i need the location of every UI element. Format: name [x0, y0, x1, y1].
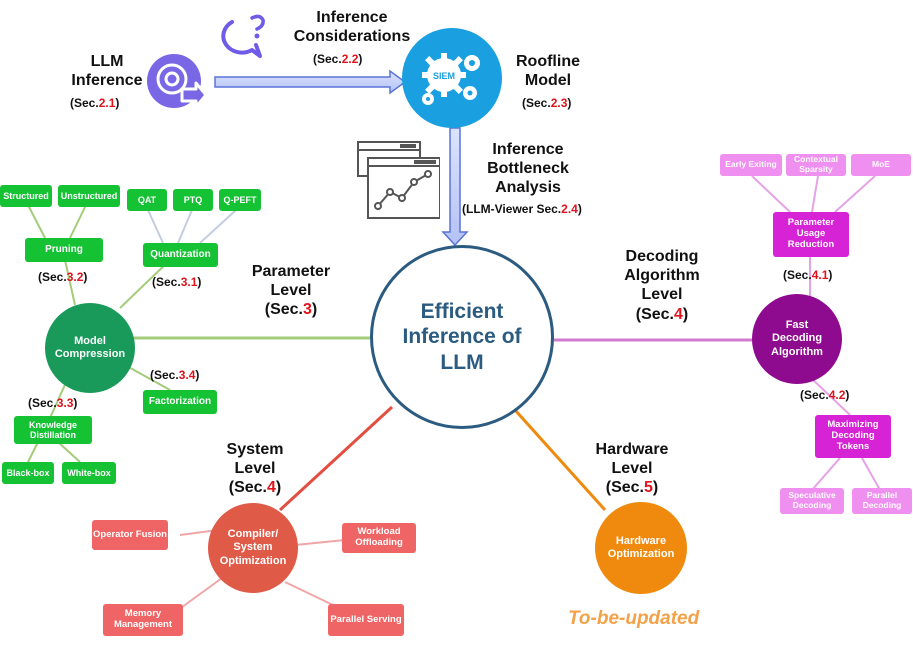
- disk-arrow-icon: [146, 53, 208, 113]
- quantization-sec: (Sec.3.1): [152, 275, 202, 289]
- bottleneck-sec: (LLM-Viewer Sec.2.4): [462, 202, 582, 216]
- operator-fusion-box: Operator Fusion: [92, 520, 168, 550]
- white-box-box: White-box: [62, 462, 116, 484]
- max-tokens-sec: (Sec.4.2): [800, 388, 850, 402]
- contextual-sparsity-box: Contextual Sparsity: [786, 154, 846, 176]
- q-peft-box: Q-PEFT: [219, 189, 261, 211]
- roofline-circle: SIEM: [402, 28, 502, 128]
- svg-text:SIEM: SIEM: [433, 71, 455, 81]
- distillation-sec: (Sec.3.3): [28, 396, 78, 410]
- param-reduction-sec: (Sec.4.1): [783, 268, 833, 282]
- black-box-box: Black-box: [2, 462, 54, 484]
- ptq-box: PTQ: [173, 189, 213, 211]
- arrow-inference-to-roofline: [214, 69, 407, 95]
- memory-management-box: Memory Management: [103, 604, 183, 636]
- parallel-serving-box: Parallel Serving: [328, 604, 404, 636]
- qat-box: QAT: [127, 189, 167, 211]
- parallel-decoding-box: Parallel Decoding: [852, 488, 912, 514]
- llm-inference-sec: (Sec.2.1): [70, 96, 120, 110]
- factorization-sec: (Sec.3.4): [150, 368, 200, 382]
- pruning-box: Pruning: [25, 238, 103, 262]
- chat-bubble-icon: [218, 12, 268, 60]
- workload-offloading-box: Workload Offloading: [342, 523, 416, 553]
- unstructured-box: Unstructured: [58, 185, 120, 207]
- speculative-decoding-box: Speculative Decoding: [780, 488, 844, 514]
- gears-icon: SIEM: [422, 53, 480, 105]
- moe-box: MoE: [851, 154, 911, 176]
- to-be-updated-note: To-be-updated: [568, 608, 700, 629]
- arrow-roofline-to-center: [441, 127, 469, 247]
- quantization-box: Quantization: [143, 243, 218, 267]
- early-exiting-box: Early Exiting: [720, 154, 782, 176]
- roofline-sec: (Sec.2.3): [522, 96, 572, 110]
- considerations-sec: (Sec.2.2): [313, 52, 363, 66]
- factorization-box: Factorization: [143, 390, 217, 414]
- pruning-sec: (Sec.3.2): [38, 270, 88, 284]
- chart-window-icon: [356, 140, 441, 220]
- structured-box: Structured: [0, 185, 52, 207]
